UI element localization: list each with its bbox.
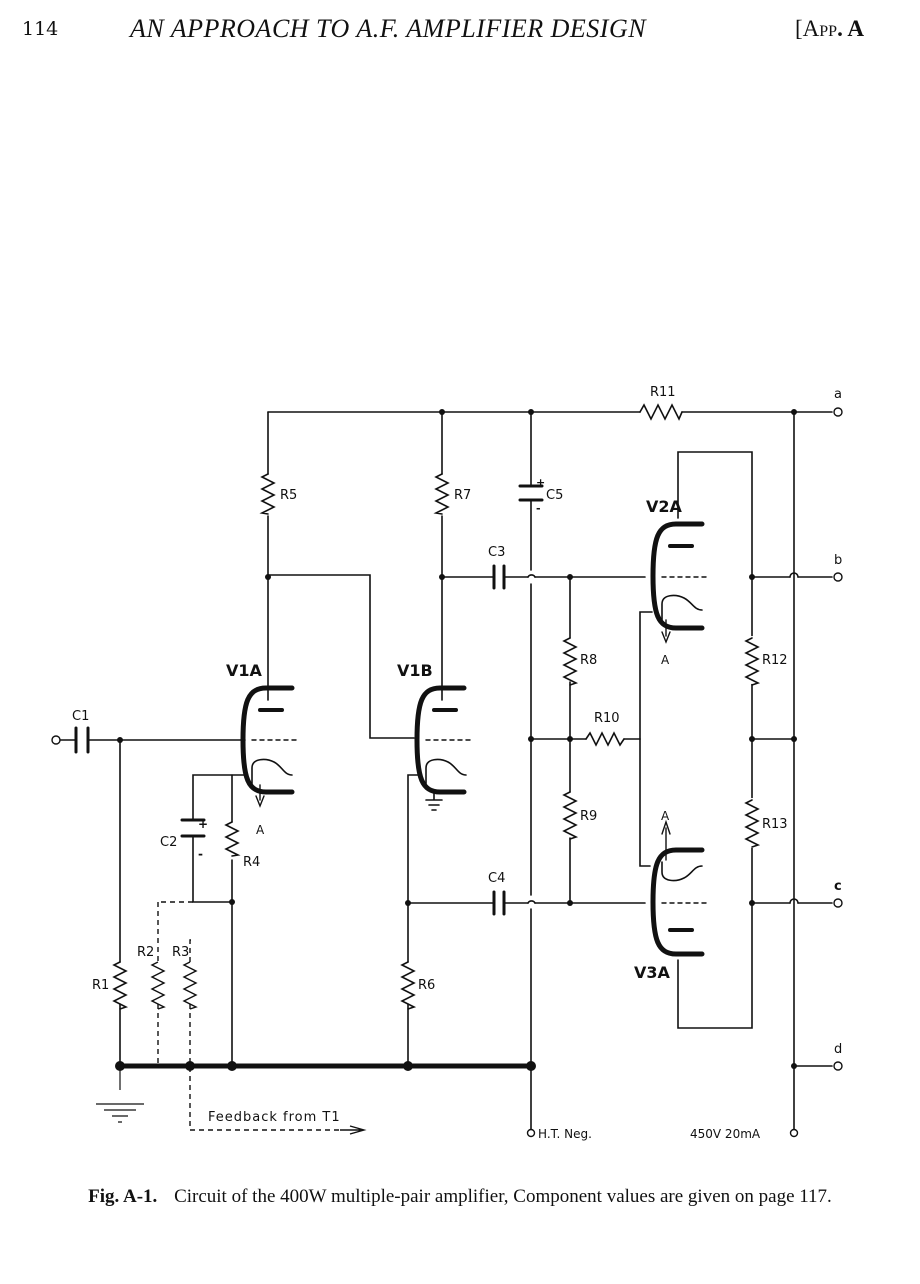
page-number: 114: [22, 18, 59, 40]
appendix-prefix: [: [795, 16, 803, 41]
valve-v3a: [650, 819, 707, 957]
supply-label: 450V 20mA: [690, 1127, 761, 1141]
c2-minus: -: [198, 847, 203, 861]
c5-plus: +: [536, 476, 545, 489]
label-c5: C5: [546, 488, 563, 503]
mark-a-v2a: A: [661, 653, 670, 667]
label-r1: R1: [92, 978, 109, 993]
terminal-c: c: [834, 879, 842, 894]
appendix-word: App: [802, 16, 838, 41]
label-r2: R2: [137, 945, 154, 960]
valve-v1b: [414, 685, 471, 795]
ht-neg-label: H.T. Neg.: [538, 1127, 592, 1141]
label-r11: R11: [650, 385, 676, 400]
label-c1: C1: [72, 709, 89, 724]
terminal-a: a: [834, 387, 842, 402]
label-c3: C3: [488, 545, 505, 560]
label-c2: C2: [160, 835, 177, 850]
figure-caption: Fig. A-1. Circuit of the 400W multiple-p…: [20, 1186, 900, 1208]
label-r7: R7: [454, 488, 471, 503]
mark-a-v1a: A: [256, 823, 265, 837]
running-title: AN APPROACH TO A.F. AMPLIFIER DESIGN: [130, 14, 647, 43]
label-r5: R5: [280, 488, 297, 503]
appendix-suffix: . A: [837, 16, 864, 41]
valve-v1a: [240, 685, 297, 808]
label-v3a: V3A: [634, 963, 671, 982]
terminal-d: d: [834, 1042, 842, 1057]
label-v1a: V1A: [226, 661, 263, 680]
mark-a-v3a: A: [661, 809, 670, 823]
label-r13: R13: [762, 817, 788, 832]
label-r8: R8: [580, 653, 597, 668]
feedback-label: Feedback from T1: [208, 1110, 341, 1125]
label-v1b: V1B: [397, 661, 433, 680]
figure-label: Fig. A-1.: [88, 1186, 158, 1207]
circuit-schematic: V1A V1B V2A V3A C1 C2 C3 C4 C5 R1 R2 R3 …: [51, 385, 843, 1141]
appendix-tag: [App. A: [795, 16, 864, 42]
label-c4: C4: [488, 871, 505, 886]
label-r9: R9: [580, 809, 597, 824]
valve-v2a: [650, 521, 707, 644]
label-v2a: V2A: [646, 497, 683, 516]
label-r4: R4: [243, 855, 260, 870]
label-r12: R12: [762, 653, 788, 668]
c2-plus: +: [198, 817, 208, 831]
label-r3: R3: [172, 945, 189, 960]
label-r6: R6: [418, 978, 435, 993]
c5-minus: -: [536, 502, 541, 515]
figure-caption-text: Circuit of the 400W multiple-pair amplif…: [174, 1186, 832, 1207]
label-r10: R10: [594, 711, 620, 726]
terminal-b: b: [834, 553, 842, 568]
